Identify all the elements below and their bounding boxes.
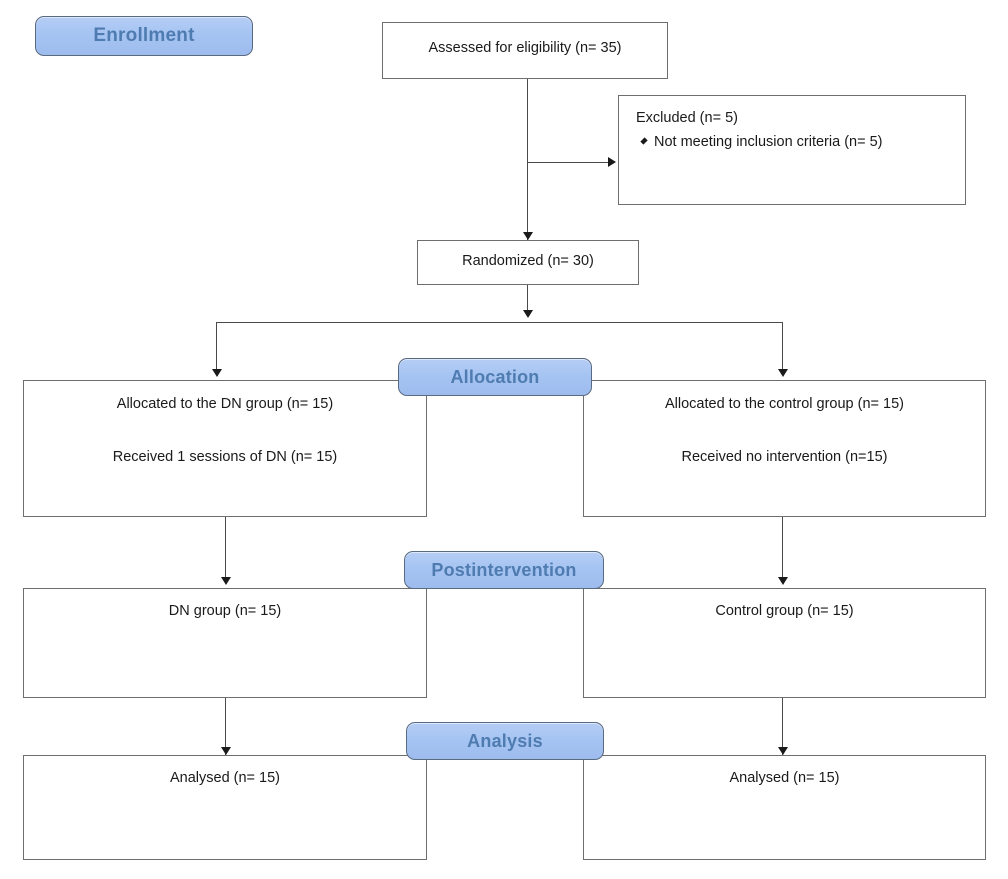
connector-assessed-to-excluded bbox=[527, 162, 610, 163]
connector-dn-post-to-dn-analysis bbox=[225, 698, 226, 755]
node-post-dn-group-label: DN group (n= 15) bbox=[168, 603, 282, 619]
node-analysed-dn-group-label: Analysed (n= 15) bbox=[169, 770, 281, 786]
arrowhead-split-to-dn-group bbox=[211, 369, 222, 377]
stage-banner-allocation: Allocation bbox=[398, 358, 592, 396]
arrowhead-randomized-stem bbox=[522, 310, 533, 318]
arrowhead-split-to-control-group bbox=[777, 369, 788, 377]
stage-banner-analysis: Analysis bbox=[406, 722, 604, 760]
node-randomized-label: Randomized (n= 30) bbox=[462, 253, 594, 269]
arrowhead-control-post-to-control-analysis bbox=[777, 747, 788, 755]
node-analysed-dn-group: Analysed (n= 15) bbox=[23, 755, 427, 860]
connector-allocation-split-bar bbox=[216, 322, 783, 323]
node-allocated-dn-group: Allocated to the DN group (n= 15) Receiv… bbox=[23, 380, 427, 517]
node-allocated-dn-group-line-1: Allocated to the DN group (n= 15) bbox=[116, 396, 334, 412]
stage-banner-enrollment-label: Enrollment bbox=[93, 25, 195, 46]
node-analysed-control-group-label: Analysed (n= 15) bbox=[729, 770, 840, 786]
stage-banner-postintervention: Postintervention bbox=[404, 551, 604, 589]
node-post-dn-group: DN group (n= 15) bbox=[23, 588, 427, 698]
connector-control-alloc-to-control-post bbox=[782, 517, 783, 580]
arrowhead-control-alloc-to-control-post bbox=[777, 577, 788, 585]
stage-banner-enrollment: Enrollment bbox=[35, 16, 253, 56]
node-excluded-title: Excluded (n= 5) bbox=[636, 110, 738, 126]
node-assessed-for-eligibility: Assessed for eligibility (n= 35) bbox=[382, 22, 668, 79]
node-excluded: Excluded (n= 5) Not meeting inclusion cr… bbox=[618, 95, 966, 205]
arrowhead-dn-post-to-dn-analysis bbox=[220, 747, 231, 755]
node-excluded-reason-label: Not meeting inclusion criteria (n= 5) bbox=[654, 134, 883, 150]
connector-randomized-stem bbox=[527, 285, 528, 315]
node-post-control-group-label: Control group (n= 15) bbox=[715, 603, 854, 619]
arrowhead-assessed-to-excluded bbox=[608, 157, 616, 167]
node-assessed-for-eligibility-label: Assessed for eligibility (n= 35) bbox=[428, 40, 622, 56]
bullet-diamond-icon bbox=[640, 137, 648, 145]
connector-dn-alloc-to-dn-post bbox=[225, 517, 226, 580]
arrowhead-dn-alloc-to-dn-post bbox=[220, 577, 231, 585]
stage-banner-analysis-label: Analysis bbox=[467, 730, 543, 751]
stage-banner-postintervention-label: Postintervention bbox=[431, 559, 577, 580]
node-post-control-group: Control group (n= 15) bbox=[583, 588, 986, 698]
connector-assessed-to-randomized bbox=[527, 79, 528, 240]
connector-split-to-dn-group bbox=[216, 322, 217, 372]
node-excluded-reason-row: Not meeting inclusion criteria (n= 5) bbox=[640, 134, 883, 150]
connector-split-to-control-group bbox=[782, 322, 783, 372]
arrowhead-assessed-to-randomized bbox=[522, 232, 533, 240]
node-allocated-control-group-line-2: Received no intervention (n=15) bbox=[681, 449, 888, 465]
node-randomized: Randomized (n= 30) bbox=[417, 240, 639, 285]
node-allocated-control-group-line-1: Allocated to the control group (n= 15) bbox=[665, 396, 904, 412]
node-allocated-dn-group-line-2: Received 1 sessions of DN (n= 15) bbox=[112, 449, 338, 465]
connector-control-post-to-control-analysis bbox=[782, 698, 783, 755]
node-allocated-control-group: Allocated to the control group (n= 15) R… bbox=[583, 380, 986, 517]
stage-banner-allocation-label: Allocation bbox=[450, 366, 540, 387]
node-analysed-control-group: Analysed (n= 15) bbox=[583, 755, 986, 860]
